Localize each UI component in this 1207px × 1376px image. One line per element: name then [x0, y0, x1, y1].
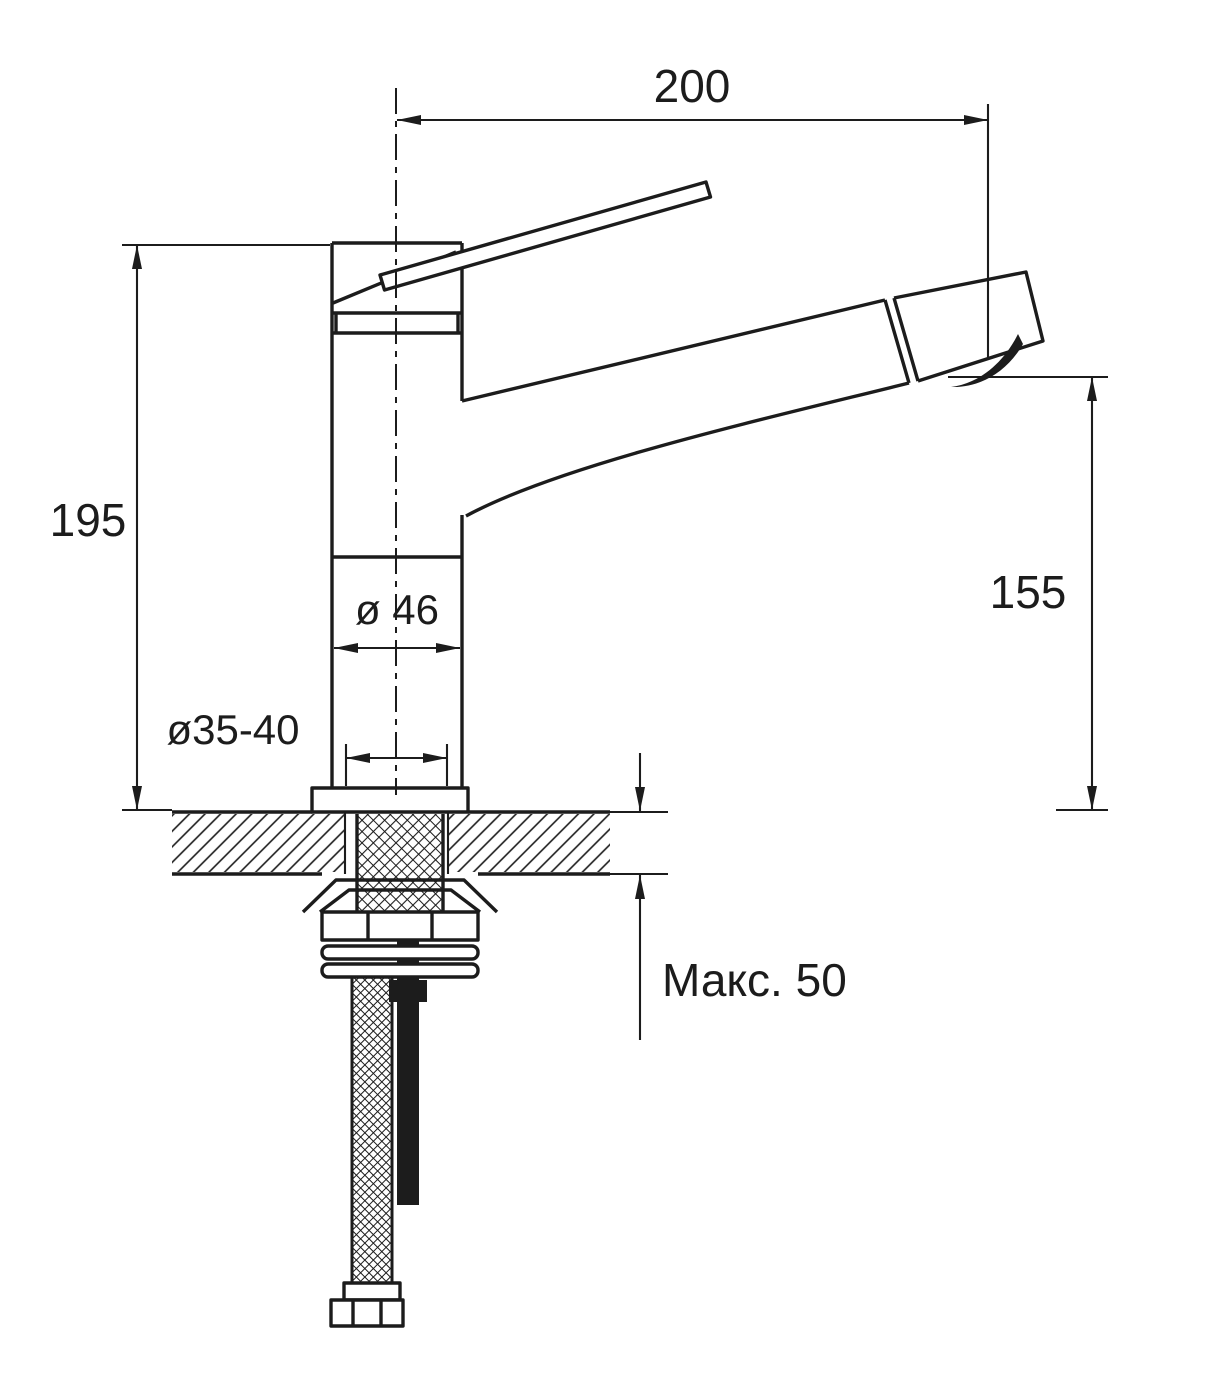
washer-upper [320, 944, 480, 961]
dim-overall-height: 195 [50, 243, 330, 812]
washer-lower [320, 962, 480, 979]
dim-spout-reach-label: 200 [654, 60, 731, 112]
spout-tip-block [893, 270, 1045, 383]
hose-end-nut [329, 1298, 405, 1328]
dim-outlet-height: 155 [948, 375, 1108, 812]
dim-outlet-height-extensions [948, 375, 1108, 812]
faucet-lever [378, 180, 713, 292]
spout-bottom-edge [465, 381, 910, 518]
lever-handle [378, 180, 713, 292]
dim-overall-height-extensions [122, 243, 330, 812]
countertop-edges [172, 810, 610, 876]
spacer-washers [320, 944, 480, 979]
hose-ferrule [342, 1281, 402, 1302]
mounting-rod-fitting [389, 980, 427, 1002]
saddle-washer-outer [301, 878, 499, 914]
base-flange [310, 786, 470, 814]
dim-mounting-hole-label: ø35-40 [166, 706, 299, 753]
mounting-rod [389, 940, 427, 1205]
dim-mounting-hole-extensions [344, 744, 449, 786]
dim-max-thickness-extensions [610, 810, 668, 876]
countertop-hole-edges [343, 812, 450, 874]
dim-mounting-hole: ø35-40 [166, 706, 449, 786]
spout-top-edge [461, 298, 886, 403]
braided-supply-hose [329, 975, 405, 1328]
countertop-hatch-right [448, 814, 610, 872]
faucet-spout [461, 270, 1045, 518]
spout-joint-lines [883, 297, 920, 384]
dim-overall-height-label: 195 [50, 494, 127, 546]
dim-spout-reach: 200 [397, 60, 990, 358]
hose-end-nut-facets [351, 1300, 383, 1326]
dim-max-thickness-label: Макс. 50 [662, 954, 847, 1006]
countertop-hatch-left [172, 814, 345, 872]
countertop-section [172, 810, 610, 876]
dim-max-deck-thickness: Макс. 50 [610, 753, 847, 1040]
saddle-washer [301, 878, 499, 914]
mounting-nut [320, 910, 480, 942]
mounting-nut-facets [366, 912, 434, 940]
dim-outlet-height-label: 155 [990, 566, 1067, 618]
mounting-nut-body [320, 910, 480, 942]
saddle-washer-inner [318, 888, 482, 914]
braided-hose-body [350, 975, 394, 1285]
mounting-rod-shaft [397, 940, 419, 1205]
